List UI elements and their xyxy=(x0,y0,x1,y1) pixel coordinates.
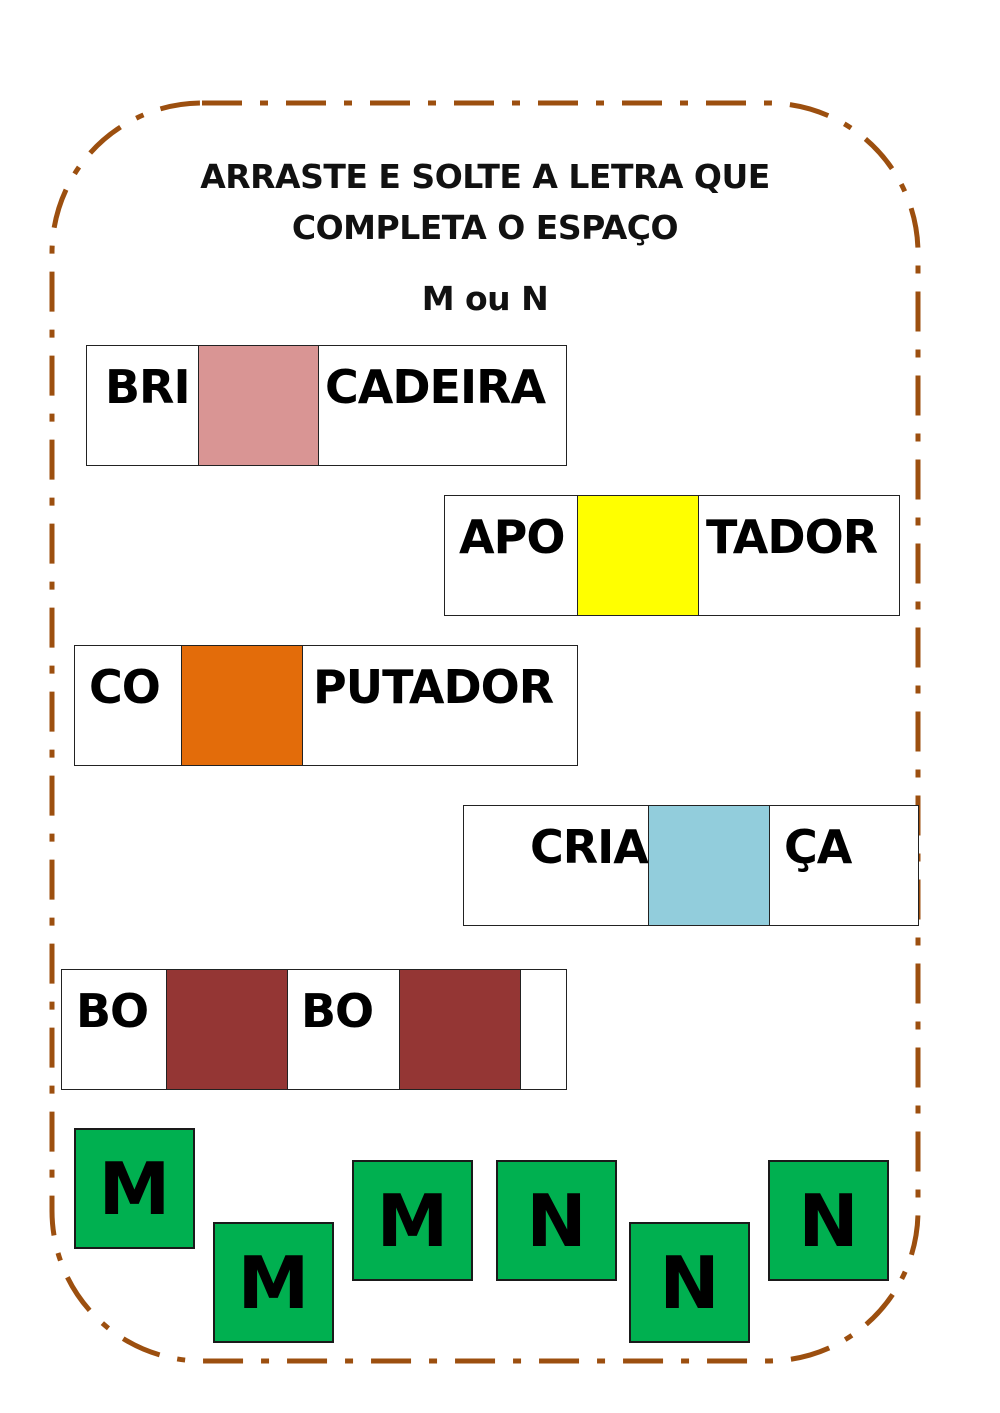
word-prefix: CO xyxy=(89,660,161,714)
letter-tile-m-3[interactable]: M xyxy=(352,1160,473,1281)
word-prefix: BO xyxy=(76,984,149,1038)
word-row-brincadeira: BRI CADEIRA xyxy=(86,345,567,466)
word-middle: BO xyxy=(301,984,374,1038)
drop-zone-6[interactable] xyxy=(399,970,521,1089)
instruction-title-line1: ARRASTE E SOLTE A LETRA QUE xyxy=(200,157,770,196)
instruction-subtitle: M ou N xyxy=(421,279,549,318)
word-suffix: CADEIRA xyxy=(325,360,546,414)
word-prefix: BRI xyxy=(105,360,191,414)
word-prefix: APO xyxy=(459,510,565,564)
letter-tile-n-3[interactable]: N xyxy=(768,1160,889,1281)
drop-zone-2[interactable] xyxy=(577,496,699,615)
word-row-computador: CO PUTADOR xyxy=(74,645,578,766)
word-row-bombom: BO BO xyxy=(61,969,567,1090)
drop-zone-1[interactable] xyxy=(198,346,319,465)
word-suffix: PUTADOR xyxy=(313,660,554,714)
letter-tile-m-1[interactable]: M xyxy=(74,1128,195,1249)
word-suffix: ÇA xyxy=(784,820,852,874)
drop-zone-4[interactable] xyxy=(648,806,770,925)
word-suffix: TADOR xyxy=(706,510,878,564)
letter-tile-n-2[interactable]: N xyxy=(629,1222,750,1343)
instruction-title-line2: COMPLETA O ESPAÇO xyxy=(291,208,679,247)
letter-tile-n-1[interactable]: N xyxy=(496,1160,617,1281)
drop-zone-3[interactable] xyxy=(181,646,303,765)
drop-zone-5[interactable] xyxy=(166,970,288,1089)
letter-tile-m-2[interactable]: M xyxy=(213,1222,334,1343)
word-row-crianca: CRIA ÇA xyxy=(463,805,919,926)
word-row-apontador: APO TADOR xyxy=(444,495,900,616)
word-prefix: CRIA xyxy=(530,820,649,874)
